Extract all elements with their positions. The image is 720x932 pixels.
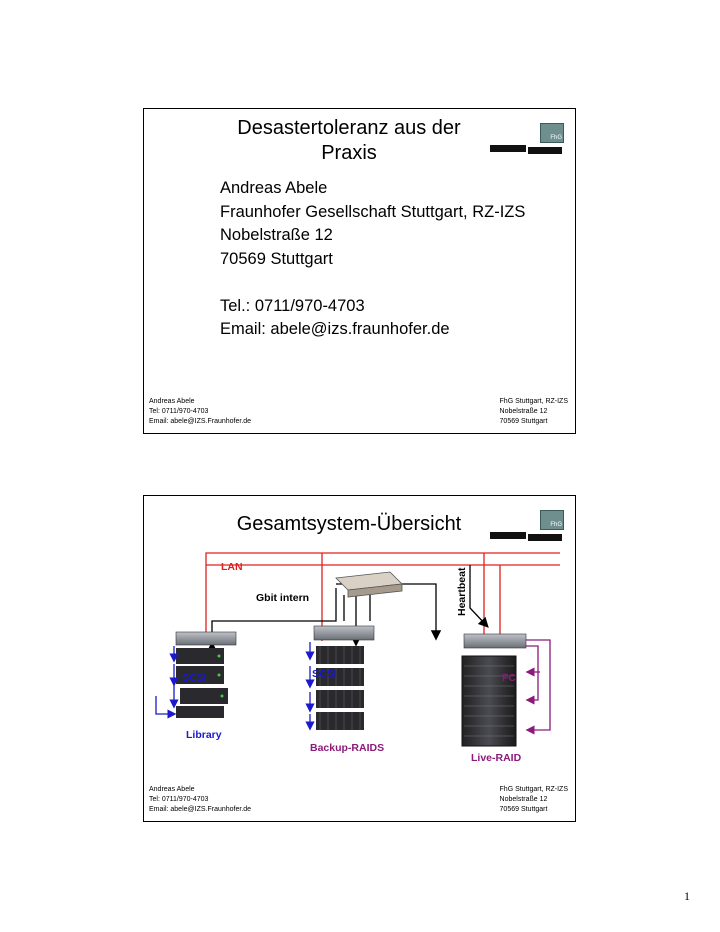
gbit-label: Gbit intern <box>256 592 310 604</box>
fraunhofer-logo: FhG <box>488 510 568 542</box>
contact-line: Email: abele@izs.fraunhofer.de <box>220 320 450 338</box>
fc-arrows <box>525 639 551 735</box>
lan-label: LAN <box>221 561 243 573</box>
contact-info: Andreas Abele Fraunhofer Gesellschaft St… <box>220 177 525 342</box>
backup-raids-label: Backup-RAIDS <box>310 742 385 754</box>
heartbeat-label: Heartbeat <box>456 567 468 616</box>
live-raid-label: Live-RAID <box>471 752 522 764</box>
page-number: 1 <box>684 889 690 903</box>
fraunhofer-logo: FhG <box>488 123 568 155</box>
contact-line <box>220 271 525 295</box>
slide-title-page: Desastertoleranz aus der Praxis FhG Andr… <box>143 108 576 434</box>
contact-line: Nobelstraße 12 <box>220 226 333 244</box>
scsi-left-label: SCSI <box>182 672 207 684</box>
slide-system-overview: Gesamtsystem-Übersicht FhG <box>143 495 576 822</box>
system-diagram <box>155 552 560 747</box>
network-switch <box>335 571 403 598</box>
backup-raid-server <box>313 625 375 730</box>
contact-line: Andreas Abele <box>220 179 328 197</box>
library-label: Library <box>186 729 222 741</box>
library-server <box>175 631 237 718</box>
live-raid-server <box>461 633 527 747</box>
scsi-mid-label: SCSI <box>312 668 337 680</box>
slide2-title: Gesamtsystem-Übersicht <box>236 513 462 535</box>
slide1-title: Desastertoleranz aus der Praxis <box>237 117 461 164</box>
fc-label: FC <box>502 672 516 684</box>
contact-line: Fraunhofer Gesellschaft Stuttgart, RZ-IZ… <box>220 202 526 221</box>
scsi-left-arrows <box>155 646 179 719</box>
contact-line: 70569 Stuttgart <box>220 249 333 268</box>
contact-line: Tel.: 0711/970-4703 <box>220 296 365 315</box>
